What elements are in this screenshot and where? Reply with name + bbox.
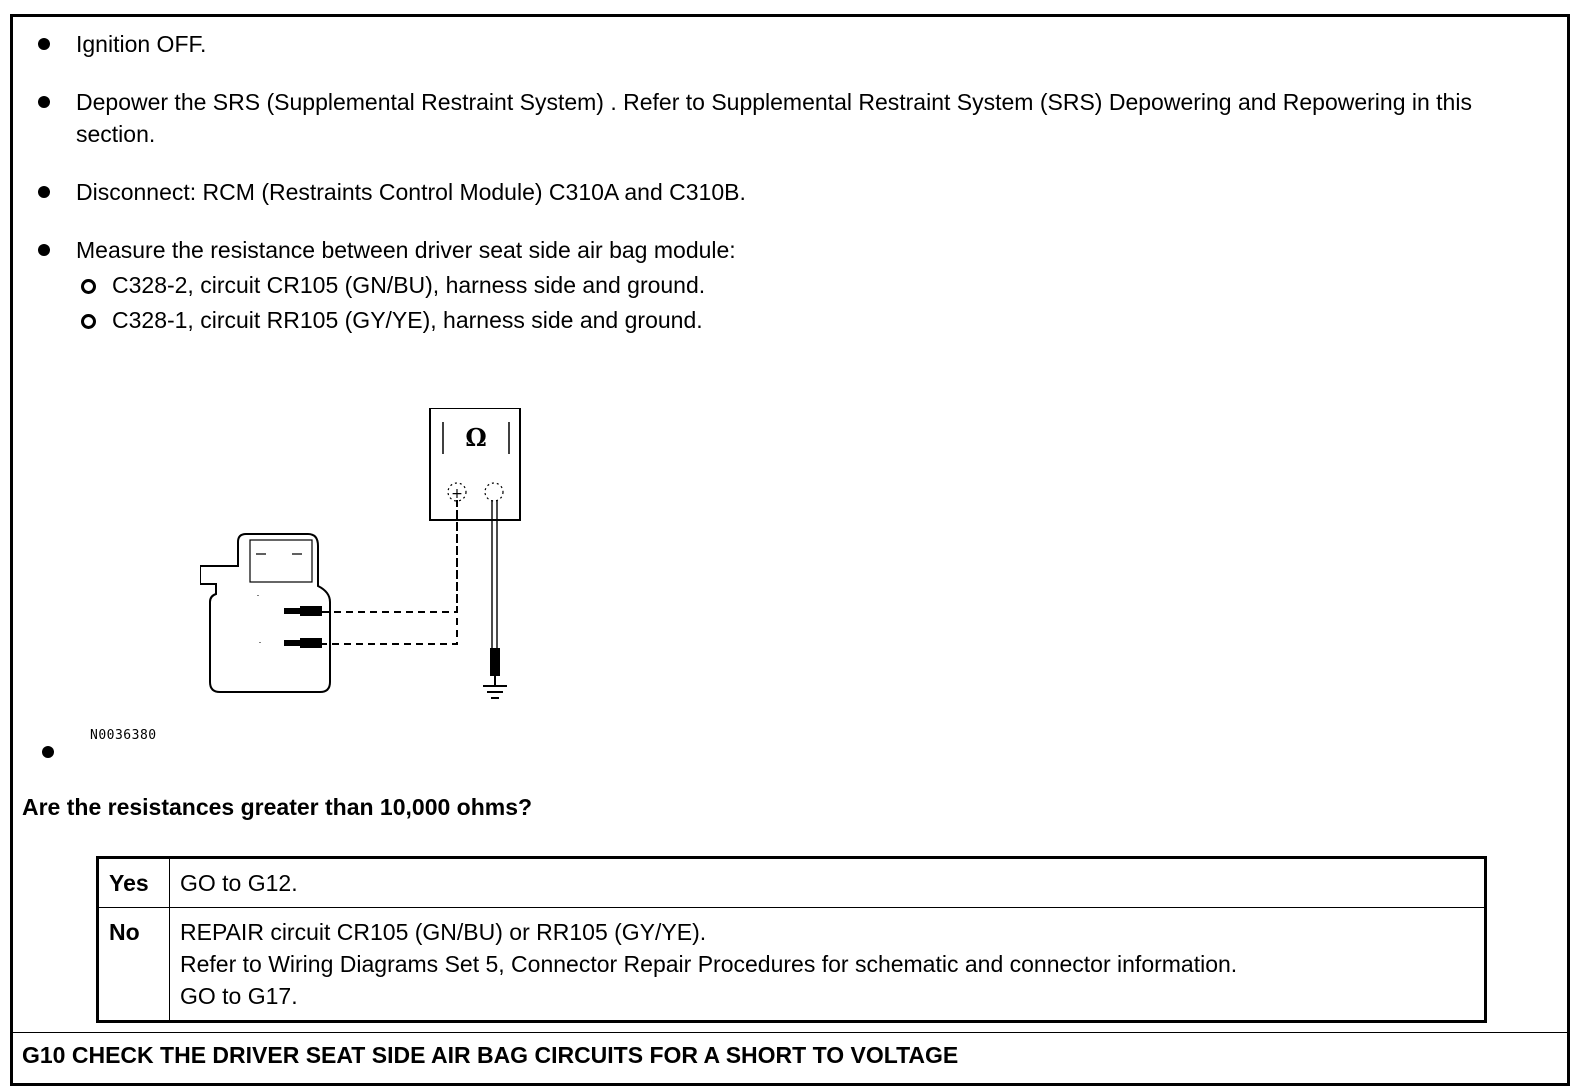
- substep-text: C328-2, circuit CR105 (GN/BU), harness s…: [112, 272, 706, 298]
- step-list: Ignition OFF. Depower the SRS (Supplemen…: [32, 28, 1532, 364]
- step-item: Depower the SRS (Supplemental Restraint …: [32, 86, 1532, 150]
- answer-line: Refer to Wiring Diagrams Set 5, Connecto…: [180, 951, 1238, 977]
- step-item: Ignition OFF.: [32, 28, 1532, 60]
- answer-text: GO to G12.: [170, 858, 1486, 908]
- ohmmeter-icon: [429, 408, 521, 521]
- module-connector-icon: [200, 533, 331, 693]
- ohmmeter-diagram: Ω +: [200, 408, 521, 699]
- positive-jack-icon: [447, 482, 467, 502]
- table-row: No REPAIR circuit CR105 (GN/BU) or RR105…: [97, 907, 1486, 1022]
- test-probe-icon: [490, 648, 500, 676]
- test-lead-icon: [322, 500, 458, 613]
- step-text: Depower the SRS (Supplemental Restraint …: [76, 89, 1472, 147]
- bullet-icon: [42, 746, 54, 758]
- question-text: Are the resistances greater than 10,000 …: [22, 794, 533, 820]
- section-divider: [13, 1032, 1567, 1033]
- next-step-heading: G10 CHECK THE DRIVER SEAT SIDE AIR BAG C…: [22, 1042, 959, 1068]
- figure-id: N0036380: [90, 728, 157, 743]
- answer-line: GO to G12.: [180, 870, 298, 896]
- substep-text: C328-1, circuit RR105 (GY/YE), harness s…: [112, 307, 703, 333]
- answer-table: Yes GO to G12. No REPAIR circuit CR105 (…: [96, 856, 1487, 1023]
- ring-bullet-icon: [81, 314, 96, 329]
- answer-key: Yes: [97, 857, 170, 908]
- negative-jack-icon: [484, 482, 504, 502]
- bullet-icon: [38, 186, 50, 198]
- step-text: Measure the resistance between driver se…: [76, 237, 736, 263]
- substep-item: C328-1, circuit RR105 (GY/YE), harness s…: [76, 303, 1532, 338]
- substep-list: C328-2, circuit CR105 (GN/BU), harness s…: [76, 268, 1532, 338]
- ohm-symbol: Ω: [465, 423, 486, 452]
- answer-line: GO to G17.: [180, 983, 298, 1009]
- step-text: Disconnect: RCM (Restraints Control Modu…: [76, 179, 746, 205]
- bullet-icon: [38, 96, 50, 108]
- bullet-icon: [38, 38, 50, 50]
- plus-symbol: +: [451, 486, 463, 502]
- ground-symbol-icon: [483, 676, 507, 699]
- answer-line: REPAIR circuit CR105 (GN/BU) or RR105 (G…: [180, 919, 707, 945]
- table-row: Yes GO to G12.: [97, 857, 1486, 908]
- answer-key: No: [97, 907, 170, 1022]
- step-item: Measure the resistance between driver se…: [32, 234, 1532, 338]
- step-text: Ignition OFF.: [76, 31, 207, 57]
- test-lead-icon: [322, 510, 458, 645]
- substep-item: C328-2, circuit CR105 (GN/BU), harness s…: [76, 268, 1532, 303]
- step-item: Disconnect: RCM (Restraints Control Modu…: [32, 176, 1532, 208]
- procedure-frame: [10, 14, 1570, 1086]
- answer-text: REPAIR circuit CR105 (GN/BU) or RR105 (G…: [169, 907, 1486, 1022]
- bullet-icon: [38, 244, 50, 256]
- ring-bullet-icon: [81, 279, 96, 294]
